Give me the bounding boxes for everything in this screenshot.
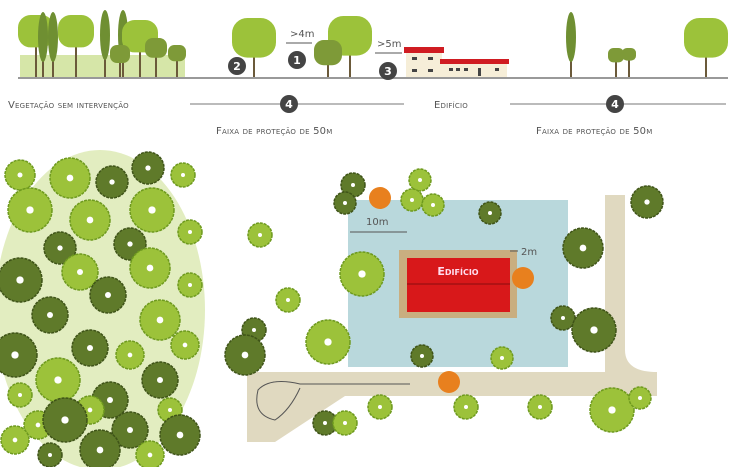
tree-canopy-icon xyxy=(129,247,171,289)
round-tree-icon xyxy=(58,15,94,78)
tree-canopy-icon xyxy=(478,201,502,225)
tree-canopy-icon xyxy=(7,187,53,233)
building-footprint xyxy=(407,258,510,312)
round-tree-icon xyxy=(168,45,186,78)
vegetation-label: Vegetação sem intervenção xyxy=(8,100,129,111)
marker-4-left: 4 xyxy=(280,95,298,113)
elevation-trees xyxy=(18,10,728,78)
tree-canopy-icon xyxy=(571,307,617,353)
tree-canopy-icon xyxy=(31,296,69,334)
tree-canopy-icon xyxy=(408,168,432,192)
tree-canopy-icon xyxy=(224,334,266,376)
building-distance-label: >5m xyxy=(377,39,401,50)
tree-canopy-icon xyxy=(170,162,196,188)
tree-spacing-label: >4m xyxy=(290,29,314,40)
zone-distance-label: 10m xyxy=(366,217,388,228)
tree-canopy-icon xyxy=(589,387,635,433)
tree-canopy-icon xyxy=(527,394,553,420)
tree-canopy-icon xyxy=(339,251,385,297)
orange-marker xyxy=(438,371,460,393)
round-tree-icon xyxy=(110,45,130,78)
cypress-tree-icon xyxy=(48,12,58,78)
tree-canopy-icon xyxy=(628,386,652,410)
svg-text:4: 4 xyxy=(611,98,619,111)
tree-canopy-icon xyxy=(37,442,63,467)
band-label-right: Faixa de proteção de 50m xyxy=(536,126,652,137)
tree-canopy-icon xyxy=(367,394,393,420)
building-distance-label-plan: 2m xyxy=(521,247,537,258)
plan-building-label: Edifício xyxy=(437,265,478,278)
tree-canopy-icon xyxy=(0,332,38,378)
marker-3: 3 xyxy=(379,62,397,80)
tree-canopy-icon xyxy=(177,272,203,298)
band-label-left: Faixa de proteção de 50m xyxy=(216,126,332,137)
round-tree-icon xyxy=(608,48,624,78)
tree-canopy-icon xyxy=(332,410,358,436)
tree-canopy-icon xyxy=(141,361,179,399)
turnaround-path xyxy=(256,381,410,421)
tree-canopy-icon xyxy=(177,219,203,245)
marker-4-right: 4 xyxy=(606,95,624,113)
tree-canopy-icon xyxy=(131,151,165,185)
tree-canopy-icon xyxy=(421,193,445,217)
tree-canopy-icon xyxy=(0,425,30,455)
elevation-view: >4m >5m 1 2 3 4 4 Vegetação sem interven… xyxy=(8,10,728,137)
orange-marker xyxy=(369,187,391,209)
tree-canopy-icon xyxy=(490,346,514,370)
tree-canopy-icon xyxy=(115,340,145,370)
undergrowth xyxy=(20,55,185,77)
svg-text:1: 1 xyxy=(293,54,301,67)
tree-canopy-icon xyxy=(4,159,36,191)
tree-canopy-icon xyxy=(275,287,301,313)
orange-markers xyxy=(369,187,534,393)
tree-canopy-icon xyxy=(69,199,111,241)
tree-canopy-icon xyxy=(61,253,99,291)
tree-canopy-icon xyxy=(305,319,351,365)
tree-canopy-icon xyxy=(42,397,88,443)
tree-canopy-icon xyxy=(35,357,81,403)
cypress-tree-icon xyxy=(100,10,110,78)
round-tree-icon xyxy=(145,38,167,78)
tree-canopy-icon xyxy=(71,329,109,367)
round-tree-icon xyxy=(314,40,342,78)
tree-canopy-icon xyxy=(0,257,43,303)
plan-view: Edifício 10m 2m xyxy=(0,150,664,467)
tree-canopy-icon xyxy=(79,429,121,467)
building-label: Edifício xyxy=(434,100,468,111)
tree-canopy-icon xyxy=(49,157,91,199)
tree-canopy-icon xyxy=(89,276,127,314)
plan-trees xyxy=(0,151,664,467)
tree-canopy-icon xyxy=(129,187,175,233)
svg-text:2: 2 xyxy=(233,60,241,73)
marker-2: 2 xyxy=(228,57,246,75)
tree-canopy-icon xyxy=(159,414,201,456)
tree-canopy-icon xyxy=(170,330,200,360)
tree-canopy-icon xyxy=(630,185,664,219)
tree-canopy-icon xyxy=(247,222,273,248)
tree-canopy-icon xyxy=(562,227,604,269)
elevation-building-icon xyxy=(404,47,509,77)
tree-canopy-icon xyxy=(453,394,479,420)
marker-1: 1 xyxy=(288,51,306,69)
access-road xyxy=(247,195,657,442)
tree-canopy-icon xyxy=(7,382,33,408)
tree-canopy-icon xyxy=(135,440,165,467)
tree-canopy-icon xyxy=(400,188,424,212)
svg-text:3: 3 xyxy=(384,65,392,78)
cypress-tree-icon xyxy=(38,12,48,78)
cypress-tree-icon xyxy=(566,12,576,78)
tree-canopy-icon xyxy=(333,191,357,215)
tree-canopy-icon xyxy=(95,165,129,199)
tree-canopy-icon xyxy=(111,411,149,449)
tree-canopy-icon xyxy=(139,299,181,341)
tree-canopy-icon xyxy=(550,305,576,331)
svg-text:4: 4 xyxy=(285,98,293,111)
round-tree-icon xyxy=(684,18,728,78)
tree-canopy-icon xyxy=(410,344,434,368)
round-tree-icon xyxy=(232,18,276,78)
orange-marker xyxy=(512,267,534,289)
round-tree-icon xyxy=(622,48,636,78)
tree-canopy-icon xyxy=(43,231,77,265)
